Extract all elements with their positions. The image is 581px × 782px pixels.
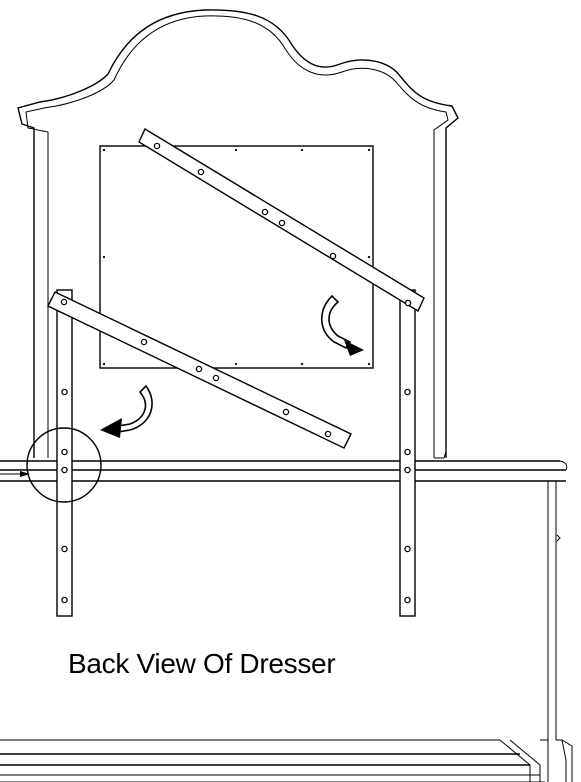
clockwise-curved-arrow-icon — [320, 294, 364, 356]
counterclockwise-curved-arrow-icon — [100, 384, 153, 438]
caption-text: Back View Of Dresser — [68, 648, 336, 679]
detail-circle-icon — [0, 427, 102, 503]
lower-diagonal-bracket — [47, 291, 352, 449]
left-support-bracket — [56, 289, 73, 617]
dresser-top — [0, 460, 568, 740]
upper-diagonal-bracket — [138, 127, 425, 313]
mirror-back-panel — [99, 145, 374, 369]
right-support-bracket — [399, 289, 416, 617]
mirror-frame — [17, 9, 459, 459]
dresser-base — [0, 739, 573, 782]
